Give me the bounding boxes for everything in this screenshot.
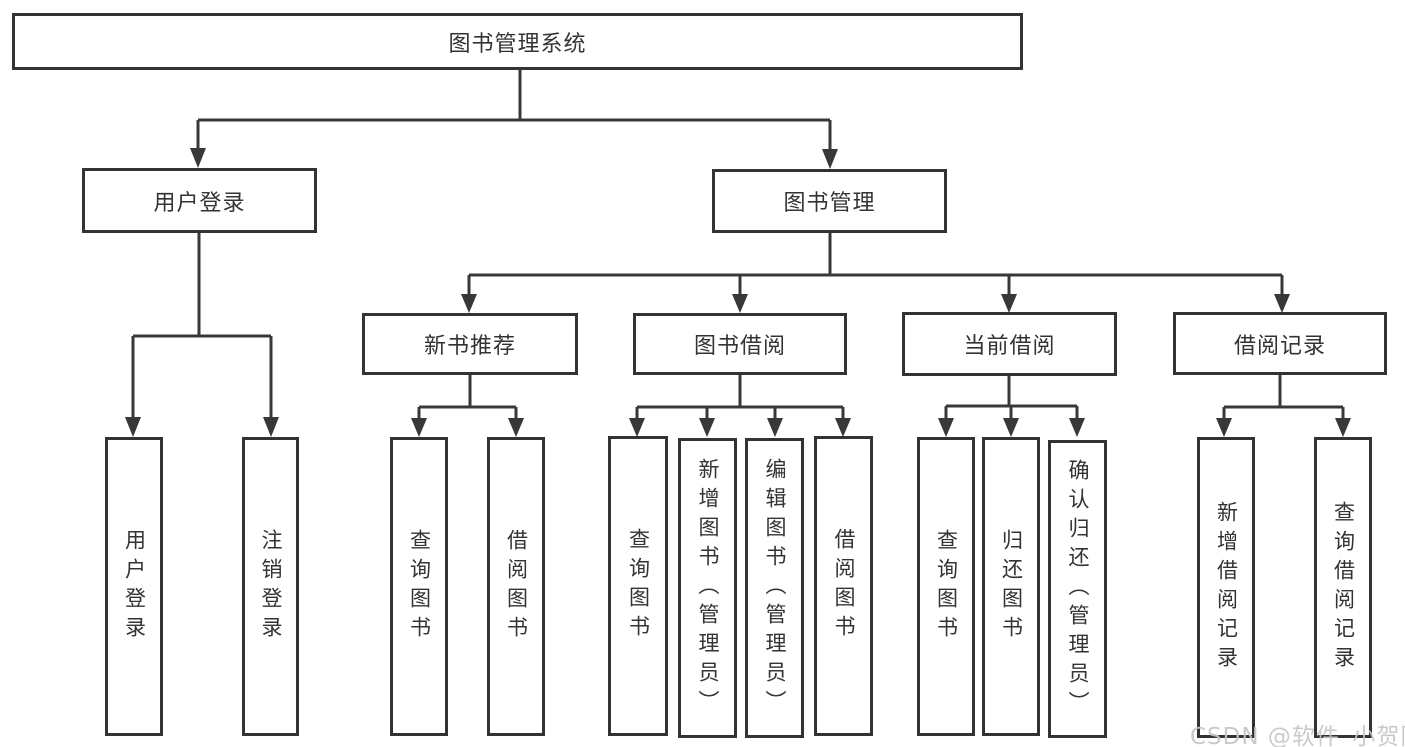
node-label: 查询图书 bbox=[626, 528, 651, 644]
leaf-borrow-books-borrow: 借阅图书 bbox=[814, 436, 873, 736]
node-label: 新增图书（管理员） bbox=[696, 457, 720, 719]
node-label: 新书推荐 bbox=[423, 334, 516, 359]
node-label: 用户登录 bbox=[153, 190, 246, 216]
node-label: 编辑图书（管理员） bbox=[763, 457, 787, 719]
leaf-add-books-admin: 新增图书（管理员） bbox=[678, 438, 737, 738]
leaf-add-borrow-record: 新增借阅记录 bbox=[1197, 437, 1255, 738]
node-label: 确认归还（管理员） bbox=[1066, 458, 1090, 720]
node-label: 查询借阅记录 bbox=[1331, 500, 1356, 675]
node-new-book-recommendation: 新书推荐 bbox=[362, 313, 578, 375]
node-label: 查询图书 bbox=[934, 528, 959, 645]
node-label: 查询图书 bbox=[407, 528, 432, 645]
node-label: 新增借阅记录 bbox=[1214, 500, 1239, 675]
csdn-watermark: CSDN @软件_小贺同学 bbox=[1190, 724, 1405, 747]
node-label: 图书借阅 bbox=[693, 334, 786, 359]
leaf-borrow-books-recommend: 借阅图书 bbox=[487, 437, 545, 736]
node-label: 借阅图书 bbox=[832, 528, 856, 644]
node-current-borrowing: 当前借阅 bbox=[902, 312, 1117, 376]
leaf-query-books-borrow: 查询图书 bbox=[608, 436, 668, 736]
node-user-login: 用户登录 bbox=[82, 168, 317, 233]
node-label: 图书管理 bbox=[783, 191, 876, 216]
leaf-query-books-recommend: 查询图书 bbox=[390, 437, 448, 736]
node-borrowing-records: 借阅记录 bbox=[1173, 312, 1387, 375]
node-label: 借阅图书 bbox=[504, 528, 529, 645]
leaf-return-books: 归还图书 bbox=[982, 437, 1040, 736]
leaf-logout-login: 注销登录 bbox=[242, 437, 299, 736]
leaf-edit-books-admin: 编辑图书（管理员） bbox=[745, 438, 804, 738]
leaf-user-login: 用户登录 bbox=[105, 437, 163, 736]
leaf-query-books-current: 查询图书 bbox=[917, 437, 975, 736]
node-book-borrowing: 图书借阅 bbox=[633, 313, 847, 375]
leaf-confirm-return-admin: 确认归还（管理员） bbox=[1048, 440, 1107, 738]
node-library-system: 图书管理系统 bbox=[12, 13, 1023, 70]
node-label: 注销登录 bbox=[259, 528, 283, 645]
node-label: 归还图书 bbox=[999, 528, 1024, 645]
node-label: 图书管理系统 bbox=[448, 31, 587, 57]
node-label: 用户登录 bbox=[122, 528, 147, 645]
arrowheads bbox=[125, 148, 1351, 437]
leaf-query-borrow-record: 查询借阅记录 bbox=[1314, 437, 1372, 738]
node-book-management: 图书管理 bbox=[712, 169, 947, 233]
node-label: 借阅记录 bbox=[1233, 333, 1326, 359]
node-label: 当前借阅 bbox=[963, 334, 1056, 359]
